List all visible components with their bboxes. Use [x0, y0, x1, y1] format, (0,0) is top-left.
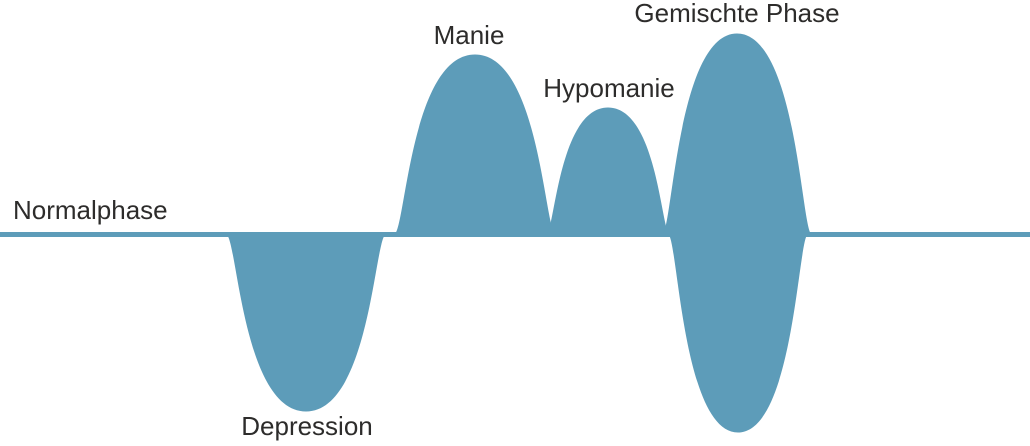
phase-shape-gemischte-phase-above [662, 33, 812, 235]
phase-shape-gemischte-phase-below [668, 234, 808, 433]
label-depression: Depression [241, 411, 373, 441]
label-gemischte-phase: Gemischte Phase [634, 0, 840, 28]
phase-shape-depression-below [226, 234, 386, 412]
phase-shape-hypomanie-above [546, 107, 670, 235]
label-hypomanie: Hypomanie [543, 73, 675, 103]
phase-shape-manie-above [394, 54, 556, 235]
label-normalphase: Normalphase [13, 195, 168, 225]
label-manie: Manie [433, 20, 505, 50]
